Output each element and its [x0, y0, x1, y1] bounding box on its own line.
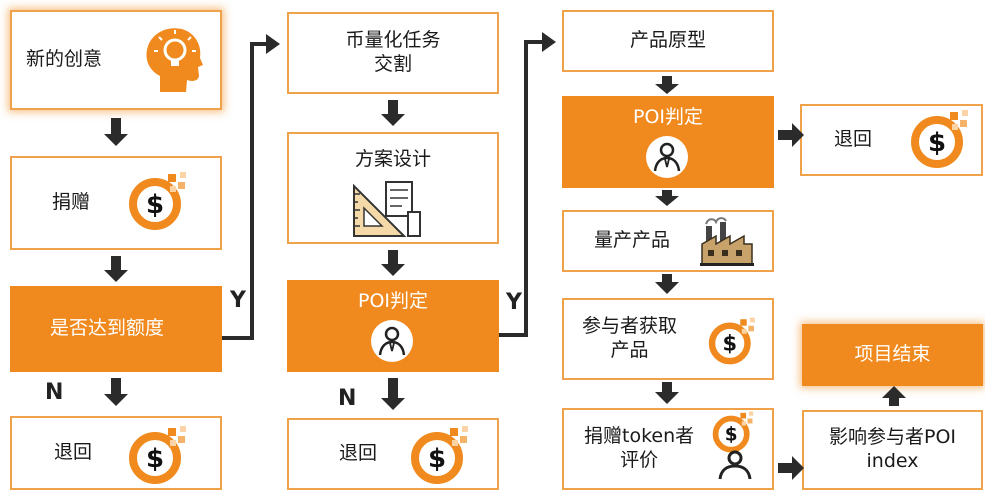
node-return-2: 退回 — [287, 418, 499, 490]
dollar-coin-icon: $ — [712, 411, 754, 453]
node-poi-decision-2-label: POI判定 — [632, 106, 704, 128]
arrow-right — [778, 456, 804, 480]
arrow-down — [655, 382, 679, 404]
arrow-down — [381, 378, 405, 410]
svg-text:$: $ — [722, 332, 737, 356]
dollar-coin-icon: $ — [129, 172, 186, 230]
node-tokenize-delivery: 币量化任务 交割 — [287, 12, 499, 94]
node-tokenize-delivery-label: 币量化任务 交割 — [345, 29, 441, 75]
node-solution-design-label: 方案设计 — [354, 148, 431, 170]
node-return-2-label: 退回 — [339, 442, 378, 465]
node-reach-limit-label: 是否达到额度 — [50, 317, 165, 340]
person-icon — [646, 136, 688, 178]
node-product-prototype: 产品原型 — [562, 10, 774, 72]
node-product-prototype-label: 产品原型 — [629, 29, 706, 52]
dollar-coin-icon: $ — [129, 426, 186, 484]
person-icon — [718, 450, 752, 480]
dollar-coin-icon: $ — [411, 426, 468, 484]
arrow-up — [882, 386, 906, 406]
arrow-right — [778, 123, 804, 147]
node-affect-poi-index: 影响参与者POI index — [802, 410, 983, 490]
node-project-end: 项目结束 — [802, 324, 983, 386]
edge-label-yes-2: Y — [506, 290, 522, 315]
arrow-down — [104, 118, 128, 146]
svg-text:$: $ — [725, 425, 738, 446]
node-participant-get-product-label: 参与者获取 产品 — [582, 315, 678, 361]
node-return-3-label: 退回 — [834, 128, 873, 151]
arrow-head — [542, 32, 556, 52]
node-affect-poi-index-label: 影响参与者POI index — [828, 426, 957, 472]
connector-yes-1 — [222, 42, 268, 340]
head-lightbulb-icon — [146, 28, 203, 92]
node-return-1-label: 退回 — [54, 441, 93, 464]
arrow-down — [381, 100, 405, 126]
node-poi-decision-1-label: POI判定 — [357, 290, 429, 312]
arrow-head — [266, 34, 280, 54]
node-token-donor-review-label: 捐赠token者 评价 — [584, 425, 695, 471]
connector-yes-2 — [499, 40, 544, 337]
svg-text:$: $ — [146, 444, 164, 474]
arrow-down — [655, 76, 679, 94]
svg-text:$: $ — [428, 444, 446, 474]
node-donate-label: 捐赠 — [52, 191, 91, 214]
arrow-down — [381, 250, 405, 276]
arrow-down — [104, 378, 128, 406]
node-project-end-label: 项目结束 — [854, 343, 931, 366]
node-reach-limit: 是否达到额度 — [10, 286, 222, 372]
arrow-down — [104, 256, 128, 282]
arrow-down — [655, 190, 679, 206]
dollar-coin-icon: $ — [911, 110, 968, 168]
ruler-tools-icon — [353, 181, 421, 237]
node-donate: 捐赠 — [10, 156, 222, 250]
person-icon — [371, 320, 413, 362]
edge-label-no-2: N — [338, 386, 357, 411]
dollar-coin-icon: $ — [708, 317, 755, 365]
svg-text:$: $ — [146, 190, 164, 220]
arrow-down — [655, 274, 679, 294]
svg-text:$: $ — [928, 128, 946, 158]
node-mass-production-label: 量产产品 — [594, 229, 671, 252]
node-new-idea-label: 新的创意 — [26, 48, 103, 71]
node-return-1: 退回 — [10, 416, 222, 490]
factory-icon — [700, 217, 754, 266]
edge-label-yes-1: Y — [230, 288, 246, 313]
edge-label-no-1: N — [45, 380, 64, 405]
